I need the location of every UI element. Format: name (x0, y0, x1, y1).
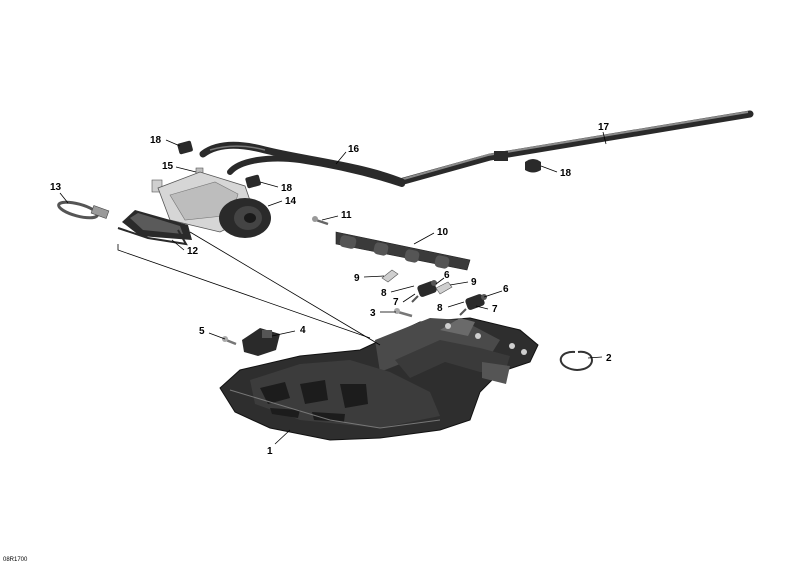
part-9-clip-right (435, 281, 453, 295)
callout-2: 2 (606, 353, 612, 364)
part-5-screw (222, 336, 237, 346)
callout-5: 5 (199, 326, 205, 337)
callout-18-middle: 18 (281, 183, 293, 194)
callout-4: 4 (300, 325, 306, 336)
callout-6-lower: 6 (503, 284, 509, 295)
part-8-injector-left (411, 280, 437, 303)
part-10-fuel-rail (335, 231, 471, 271)
part-12-adapter (117, 210, 192, 246)
callout-7-right: 7 (492, 304, 498, 315)
callout-6-upper: 6 (444, 270, 450, 281)
part-18-clamp-middle (245, 174, 261, 189)
leader-lines (59, 131, 607, 445)
callout-9-right: 9 (471, 277, 477, 288)
callout-14: 14 (285, 196, 297, 207)
callout-labels: 1 2 3 4 5 6 6 7 7 8 8 9 9 10 11 12 13 14… (50, 122, 612, 457)
part-14-throttle-body (157, 171, 271, 238)
callout-9-left: 9 (354, 273, 360, 284)
callout-18-top: 18 (150, 135, 162, 146)
part-1-intake-manifold (219, 317, 539, 441)
part-11-screw (312, 216, 329, 226)
part-16-hoses (199, 141, 406, 187)
callout-13: 13 (50, 182, 62, 193)
callout-7-left: 7 (393, 297, 399, 308)
part-9-clip-left (381, 269, 399, 283)
callout-12: 12 (187, 246, 199, 257)
part-18-clamp-right (525, 159, 541, 173)
callout-8-right: 8 (437, 303, 443, 314)
callout-10: 10 (437, 227, 449, 238)
assembly-guide-lines (117, 231, 381, 346)
callout-17: 17 (598, 122, 610, 133)
callout-15: 15 (162, 161, 174, 172)
callout-18-right: 18 (560, 168, 572, 179)
part-17-tube (396, 110, 754, 186)
part-4-sensor (242, 328, 280, 356)
callout-16: 16 (348, 144, 360, 155)
reference-code: 08R1700 (3, 557, 28, 563)
part-13-clamp-ring (57, 200, 110, 220)
part-3-screw (394, 308, 413, 318)
part-2-snap-ring (559, 350, 594, 371)
callout-11: 11 (341, 210, 352, 221)
part-18-clamp-top (177, 140, 193, 155)
callout-8-left: 8 (381, 288, 387, 299)
callout-1: 1 (267, 446, 273, 457)
part-8-injector-right (459, 294, 487, 316)
callout-3: 3 (370, 308, 376, 319)
